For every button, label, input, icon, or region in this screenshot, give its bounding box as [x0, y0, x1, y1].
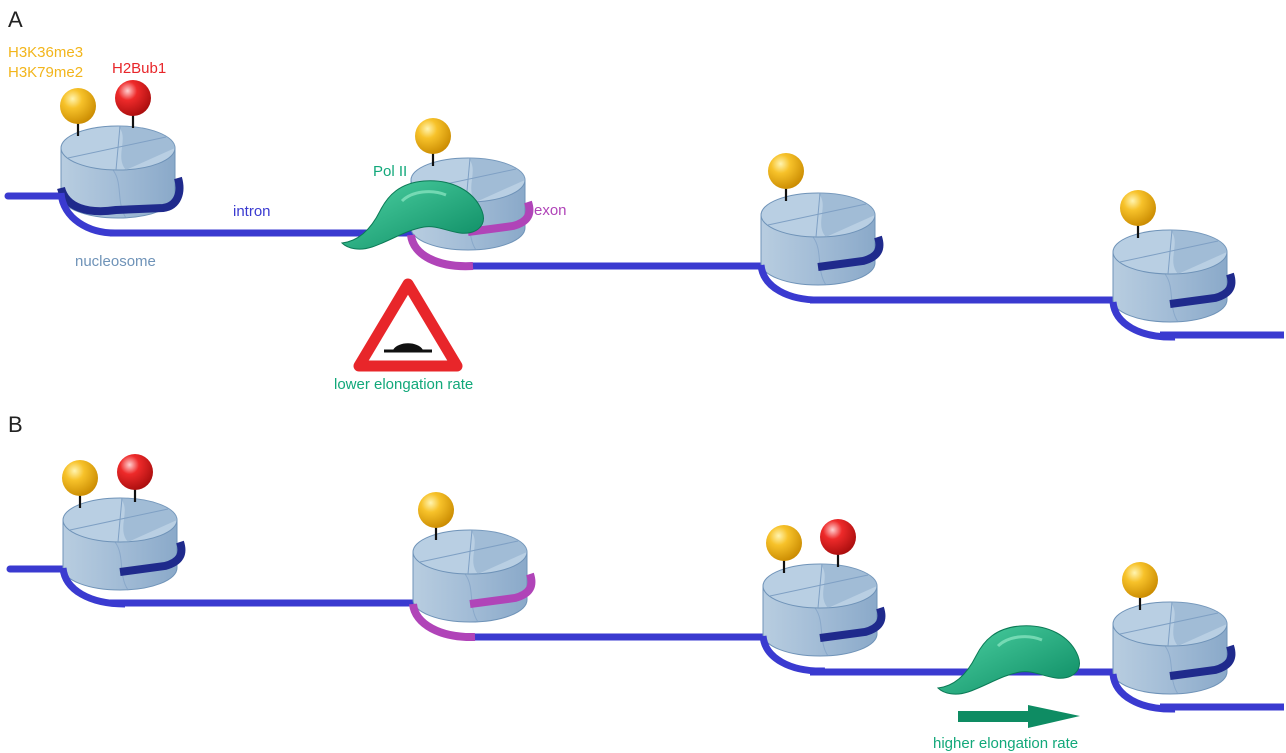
nucleosome-label: nucleosome	[75, 253, 156, 270]
yellow-pin-icon	[413, 116, 453, 168]
red-pin-icon	[115, 452, 155, 504]
h3k36me3-label: H3K36me3	[8, 44, 83, 61]
exon-label: exon	[534, 202, 567, 219]
dna-strand-a	[4, 192, 1284, 339]
nucleosome-b1	[59, 497, 186, 608]
nucleosome-b3	[759, 563, 886, 675]
h3k79me2-label: H3K79me2	[8, 64, 83, 81]
nucleosome-b2	[409, 529, 536, 642]
right-arrow-icon	[958, 705, 1080, 728]
panel-b-letter: B	[8, 412, 23, 437]
nucleosome-b4	[1109, 601, 1236, 713]
dna-strand-b	[6, 565, 1284, 711]
nucleosome-a3	[757, 192, 884, 304]
red-pin-icon	[818, 517, 858, 569]
speed-bump-warning-icon	[353, 278, 463, 372]
nucleosome-a4	[1109, 229, 1236, 341]
nucleosome-a2	[407, 157, 534, 271]
h2bub1-label: H2Bub1	[112, 60, 166, 77]
intron-label: intron	[233, 203, 271, 220]
panel-a-letter: A	[8, 7, 23, 32]
red-pin-icon	[113, 78, 153, 130]
nucleosome-a1	[57, 125, 184, 237]
higher-elongation-rate-label: higher elongation rate	[933, 735, 1078, 752]
pol-ii-label: Pol II	[373, 163, 407, 180]
pol-ii-blob-icon	[936, 624, 1081, 696]
lower-elongation-rate-label: lower elongation rate	[334, 376, 473, 393]
